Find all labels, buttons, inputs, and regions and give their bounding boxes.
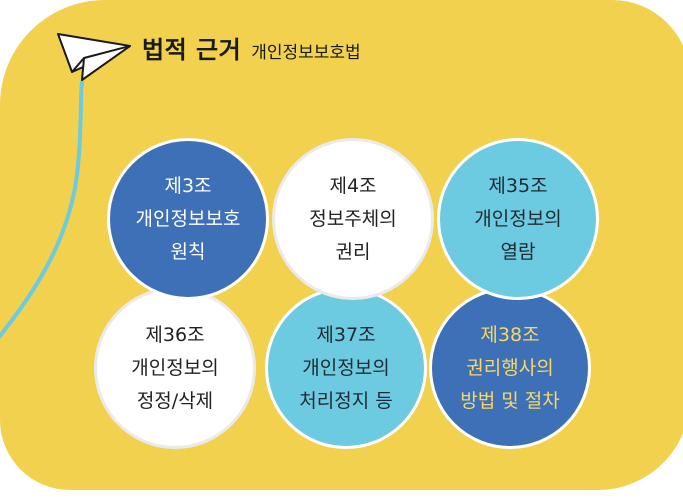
article-title-line: 원칙 (170, 240, 206, 263)
article-number: 제38조 (480, 323, 540, 346)
article-circle-35: 제35조 개인정보의 열람 (437, 138, 599, 300)
article-title-line: 권리 (335, 240, 371, 263)
article-title-line: 개인정보의 (131, 356, 219, 379)
article-number: 제3조 (164, 174, 212, 197)
article-circle-38: 제38조 권리행사의 방법 및 절차 (429, 287, 591, 449)
article-circle-36: 제36조 개인정보의 정정/삭제 (94, 287, 256, 449)
section-heading: 법적 근거 개인정보보호법 (142, 30, 361, 65)
article-number: 제36조 (145, 323, 205, 346)
article-number: 제37조 (316, 323, 376, 346)
article-title-line: 개인정보의 (302, 356, 390, 379)
article-title-line: 정보주체의 (309, 207, 397, 230)
article-number: 제4조 (329, 174, 377, 197)
article-title-line: 개인정보의 (474, 207, 562, 230)
article-circle-37: 제37조 개인정보의 처리정지 등 (265, 287, 427, 449)
article-title-line: 처리정지 등 (299, 389, 393, 412)
article-title-line: 권리행사의 (466, 356, 554, 379)
paper-plane-icon (57, 33, 131, 81)
article-title-line: 열람 (500, 240, 536, 263)
article-number: 제35조 (488, 174, 548, 197)
heading-title: 법적 근거 (142, 36, 242, 64)
flight-trail (0, 80, 84, 339)
article-circle-3: 제3조 개인정보보호 원칙 (107, 138, 269, 300)
article-title-line: 방법 및 절차 (460, 389, 560, 412)
article-title-line: 개인정보보호 (135, 207, 241, 230)
heading-subtitle: 개인정보보호법 (251, 43, 361, 63)
article-circle-4: 제4조 정보주체의 권리 (272, 138, 434, 300)
article-title-line: 정정/삭제 (136, 389, 214, 412)
